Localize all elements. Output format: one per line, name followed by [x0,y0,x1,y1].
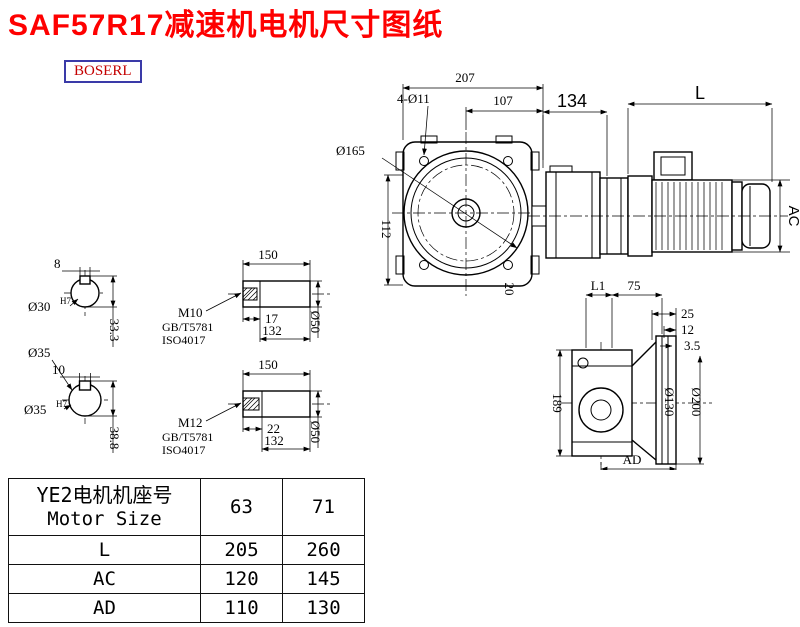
header-cn: YE2电机机座号 [36,482,173,507]
shaft-detail-m10: 150 17 132 Ø50 M10 GB/T5781 ISO4017 [162,247,330,347]
dim-75: 75 [628,278,641,293]
label-thread-m10: M10 [178,305,203,320]
flange-view-dimensions: L1 75 25 12 3.5 189 Ø130 Ø200 AD [550,278,704,470]
table-row-AD: AD 110 130 [8,593,365,623]
header-frame-71: 71 [282,478,365,536]
dim-dia-35-top: Ø35 [28,345,50,360]
dim-22: 22 [267,421,280,436]
dim-132: 132 [262,323,282,338]
table-header-row: YE2电机机座号 Motor Size 63 71 [8,478,365,536]
output-bore [578,387,624,433]
table-row-L: L 205 260 [8,535,365,565]
row-label-L: L [8,535,201,565]
dim-200: Ø200 [689,388,704,417]
output-flange-view [562,335,712,468]
mounting-hole [419,260,429,270]
housing-top-tab [420,135,438,144]
side-view-dimensions: 134 L AC [542,83,800,253]
label-std-iso: ISO4017 [162,333,205,347]
row-label-AC: AC [8,564,201,594]
cell-AC-71: 145 [282,564,365,594]
page-title: SAF57R17减速机电机尺寸图纸 [8,9,444,42]
front-view-dimensions: 207 107 4-Ø11 Ø165 112 20 [336,70,544,296]
shaft-section-35: Ø35 10 Ø35 H7 38.8 [24,345,122,453]
dim-dia-30: Ø30 [28,299,50,314]
dim-key-10: 10 [52,362,65,377]
dim-20: 20 [502,283,517,296]
dim-150: 150 [258,357,278,372]
label-bolt-holes: 4-Ø11 [397,91,430,106]
dim-33-3: 33.3 [107,319,122,342]
keyway-10 [78,380,92,391]
dim-112: 112 [379,219,394,238]
label-thread-m12: M12 [178,415,203,430]
header-motor-size: YE2电机机座号 Motor Size [8,478,201,536]
technical-drawing: 207 107 4-Ø11 Ø165 112 20 [24,70,800,470]
dim-189: 189 [550,393,565,413]
cell-AD-63: 110 [200,593,283,623]
dim-150: 150 [258,247,278,262]
cell-L-63: 205 [200,535,283,565]
cell-L-71: 260 [282,535,365,565]
shaft-detail-m12: 150 22 132 Ø50 M12 GB/T5781 ISO4017 [162,357,330,457]
mounting-hole [503,260,513,270]
header-en: Motor Size [47,507,162,530]
shaft-section-30: 8 Ø30 H7 33.3 [28,256,122,347]
label-std-iso: ISO4017 [162,443,205,457]
gearbox-side [545,171,601,259]
dim-107: 107 [493,93,513,108]
dim-132: 132 [264,433,284,448]
dim-25: 25 [681,306,694,321]
dim-38-8: 38.8 [107,427,122,450]
dim-dia-35: Ø35 [24,402,46,417]
dim-AC: AC [785,206,800,227]
label-std-gb: GB/T5781 [162,430,213,444]
table-row-AC: AC 120 145 [8,564,365,594]
terminal-box [653,151,693,181]
dim-17: 17 [265,311,279,326]
cell-AD-71: 130 [282,593,365,623]
row-label-AD: AD [8,593,201,623]
header-frame-63: 63 [200,478,283,536]
dim-tol-35: H7 [56,399,67,409]
dim-L1: L1 [591,278,605,293]
dim-AD: AD [623,452,642,467]
shaft-body [242,390,311,418]
shaft-body [242,280,311,308]
dim-key-8: 8 [54,256,61,271]
mounting-hole [419,156,429,166]
dim-207: 207 [455,70,475,85]
mounting-hole [503,156,513,166]
dim-dia-50: Ø50 [308,421,323,443]
gearbox-front-view [392,132,545,296]
label-std-gb: GB/T5781 [162,320,213,334]
shaft-bore [451,198,481,228]
dim-L: L [695,83,705,103]
gearbox-motor-side-view [528,151,788,259]
thread-hole [242,287,258,301]
keyway-8 [79,275,91,285]
dim-3-5: 3.5 [684,338,700,353]
flange-circle-165 [403,150,529,276]
dim-134: 134 [557,91,587,111]
dim-dia-50: Ø50 [308,311,323,333]
dim-130: Ø130 [662,388,677,417]
flange-face [655,335,677,465]
motor-size-table: YE2电机机座号 Motor Size 63 71 L 205 260 AC 1… [8,478,365,623]
brand-logo: BOSERL [64,60,142,83]
cell-AC-63: 120 [200,564,283,594]
dim-165: Ø165 [336,143,365,158]
dim-tol-30: H7 [60,296,71,306]
dim-12: 12 [681,322,694,337]
